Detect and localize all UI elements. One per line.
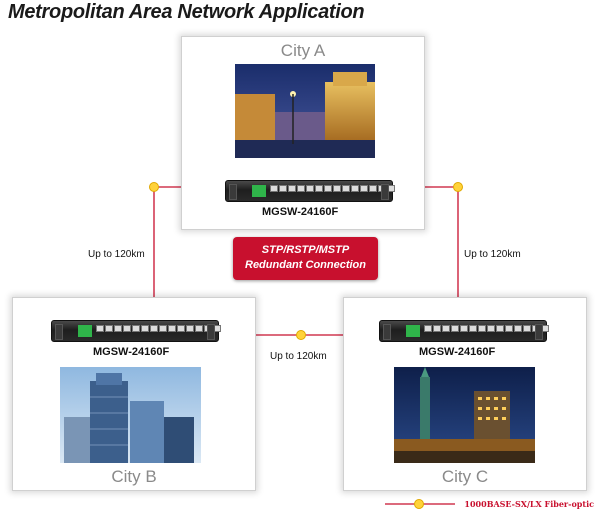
city-a-label: City A	[280, 41, 326, 60]
distance-label-a-b: Up to 120km	[88, 249, 145, 260]
city-b-photo	[60, 367, 201, 463]
city-a-switch-icon	[225, 180, 395, 202]
city-c-model: MGSW-24160F	[419, 346, 496, 358]
legend-label: 1000BASE-SX/LX Fiber-optic	[464, 499, 594, 509]
redundant-line-1: STP/RSTP/MSTP	[261, 244, 350, 256]
fiber-node-icon	[296, 330, 306, 340]
city-a-photo	[235, 64, 375, 158]
fiber-node-icon	[149, 182, 159, 192]
fiber-node-icon	[414, 499, 424, 509]
city-b-box: MGSW-24160F City B	[12, 297, 256, 491]
city-c-label: City C	[441, 467, 489, 486]
city-b-switch-icon	[51, 320, 221, 342]
city-b-model: MGSW-24160F	[93, 346, 170, 358]
city-c-photo	[394, 367, 535, 463]
city-a-box: City A	[181, 36, 425, 230]
redundant-connection-badge: STP/RSTP/MSTP Redundant Connection	[233, 237, 378, 280]
distance-label-a-c: Up to 120km	[464, 249, 521, 260]
city-b-label: City B	[111, 467, 157, 486]
distance-label-b-c: Up to 120km	[270, 351, 327, 362]
redundant-line-2: Redundant Connection	[245, 259, 366, 271]
city-c-switch-icon	[379, 320, 549, 342]
fiber-node-icon	[453, 182, 463, 192]
city-a-model: MGSW-24160F	[262, 206, 339, 218]
city-c-box: MGSW-24160F City C	[343, 297, 587, 491]
page-title: Metropolitan Area Network Application	[8, 1, 365, 23]
